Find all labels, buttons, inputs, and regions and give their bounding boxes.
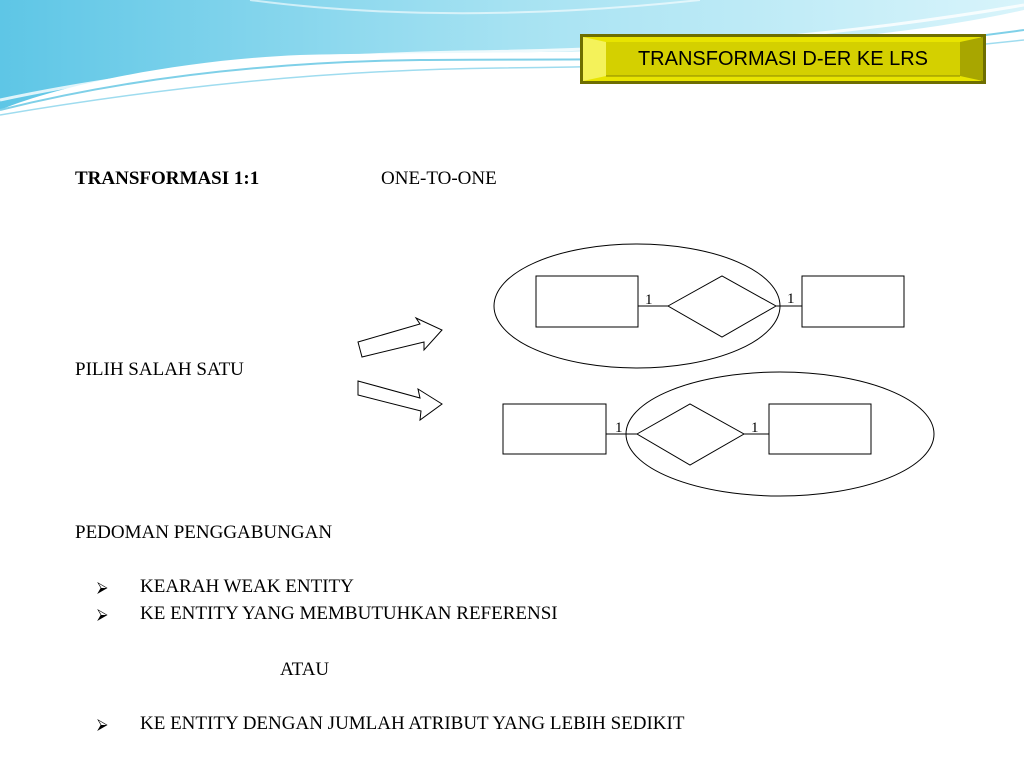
slide-title: TRANSFORMASI D-ER KE LRS <box>637 48 929 70</box>
cardinality-label: 1 <box>645 292 653 308</box>
transform-heading: TRANSFORMASI 1:1 <box>75 168 260 189</box>
relationship-diamond <box>635 403 746 466</box>
arrow-bullet-icon: ⮚ <box>97 580 108 596</box>
bullet-item: KEARAH WEAK ENTITY <box>140 576 354 597</box>
transform-subtitle: ONE-TO-ONE <box>381 168 497 189</box>
cardinality-label: 1 <box>751 420 759 436</box>
entity-box <box>535 275 639 328</box>
bullet-item: KE ENTITY YANG MEMBUTUHKAN REFERENSI <box>140 603 558 624</box>
title-banner <box>580 34 986 84</box>
cardinality-label: 1 <box>787 291 795 307</box>
guideline-heading: PEDOMAN PENGGABUNGAN <box>75 522 333 543</box>
entity-box <box>768 403 872 455</box>
block-arrow-top <box>357 316 443 358</box>
bullet-item: KE ENTITY DENGAN JUMLAH ATRIBUT YANG LEB… <box>140 713 685 734</box>
or-text: ATAU <box>280 659 330 680</box>
arrow-bullet-icon: ⮚ <box>97 717 108 733</box>
relationship-diamond <box>666 275 778 338</box>
block-arrow-bottom <box>357 380 443 422</box>
entity-box <box>801 275 905 328</box>
cardinality-label: 1 <box>615 420 623 436</box>
arrow-bullet-icon: ⮚ <box>97 607 108 623</box>
choose-text: PILIH SALAH SATU <box>75 359 244 380</box>
entity-box <box>502 403 607 455</box>
